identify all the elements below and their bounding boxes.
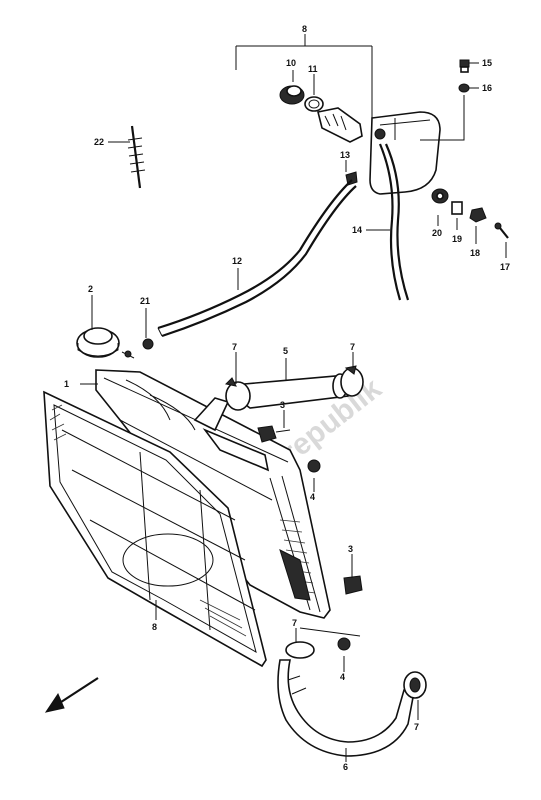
grommet-20 [431,188,449,204]
reservoir-inlet-hose [317,107,363,143]
spring-clip-22 [127,125,146,189]
callout-20: 20 [432,228,442,238]
callout-17: 17 [500,262,510,272]
bolt-15 [459,59,470,73]
cap-gasket [304,96,324,112]
drain-screw-3a [257,425,291,443]
leader-lines [80,34,507,762]
screw-17 [494,222,509,239]
callout-3b: 3 [348,544,353,554]
callout-11: 11 [308,64,318,74]
callout-6: 6 [343,762,348,772]
hose-clamp-7a [224,377,251,411]
nut-4a [307,459,321,473]
hose-clamp-7c [285,641,315,659]
callout-7a: 7 [232,342,237,352]
callout-5: 5 [283,346,288,356]
callout-18: 18 [470,248,480,258]
callout-4b: 4 [340,672,345,682]
reservoir-cap [279,85,305,105]
drain-screw-3b [343,575,363,595]
callout-7b: 7 [350,342,355,352]
collar-19 [451,201,463,215]
callout-21: 21 [140,296,150,306]
callout-8b: 8 [152,622,157,632]
callout-14: 14 [352,225,362,235]
callout-1: 1 [64,379,69,389]
lower-hose [277,659,415,757]
callout-7d: 7 [414,722,419,732]
fan-shroud [43,390,267,668]
radiator-upper-outlet [193,397,270,472]
nut-4b [337,637,351,651]
callout-2: 2 [88,284,93,294]
callout-13: 13 [340,150,350,160]
callout-22: 22 [94,137,104,147]
callout-16: 16 [482,83,492,93]
direction-arrow-icon [44,677,99,713]
callout-15: 15 [482,58,492,68]
overflow-hose [157,179,357,338]
callout-7c: 7 [292,618,297,628]
callout-8a: 8 [302,24,307,34]
callout-10: 10 [286,58,296,68]
nut-18 [469,207,487,223]
radiator-cap [76,327,120,358]
hose-clamp-7b [340,365,364,397]
hose-clamp-7d [403,671,427,699]
reservoir-tank [369,111,441,301]
bolt-21 [142,338,154,350]
callout-3a: 3 [280,400,285,410]
callout-4a: 4 [310,492,315,502]
callout-19: 19 [452,234,462,244]
callout-12: 12 [232,256,242,266]
washer-16 [458,83,470,93]
filler-neck-screw [121,350,135,359]
tank-grommet-nut [374,128,386,140]
